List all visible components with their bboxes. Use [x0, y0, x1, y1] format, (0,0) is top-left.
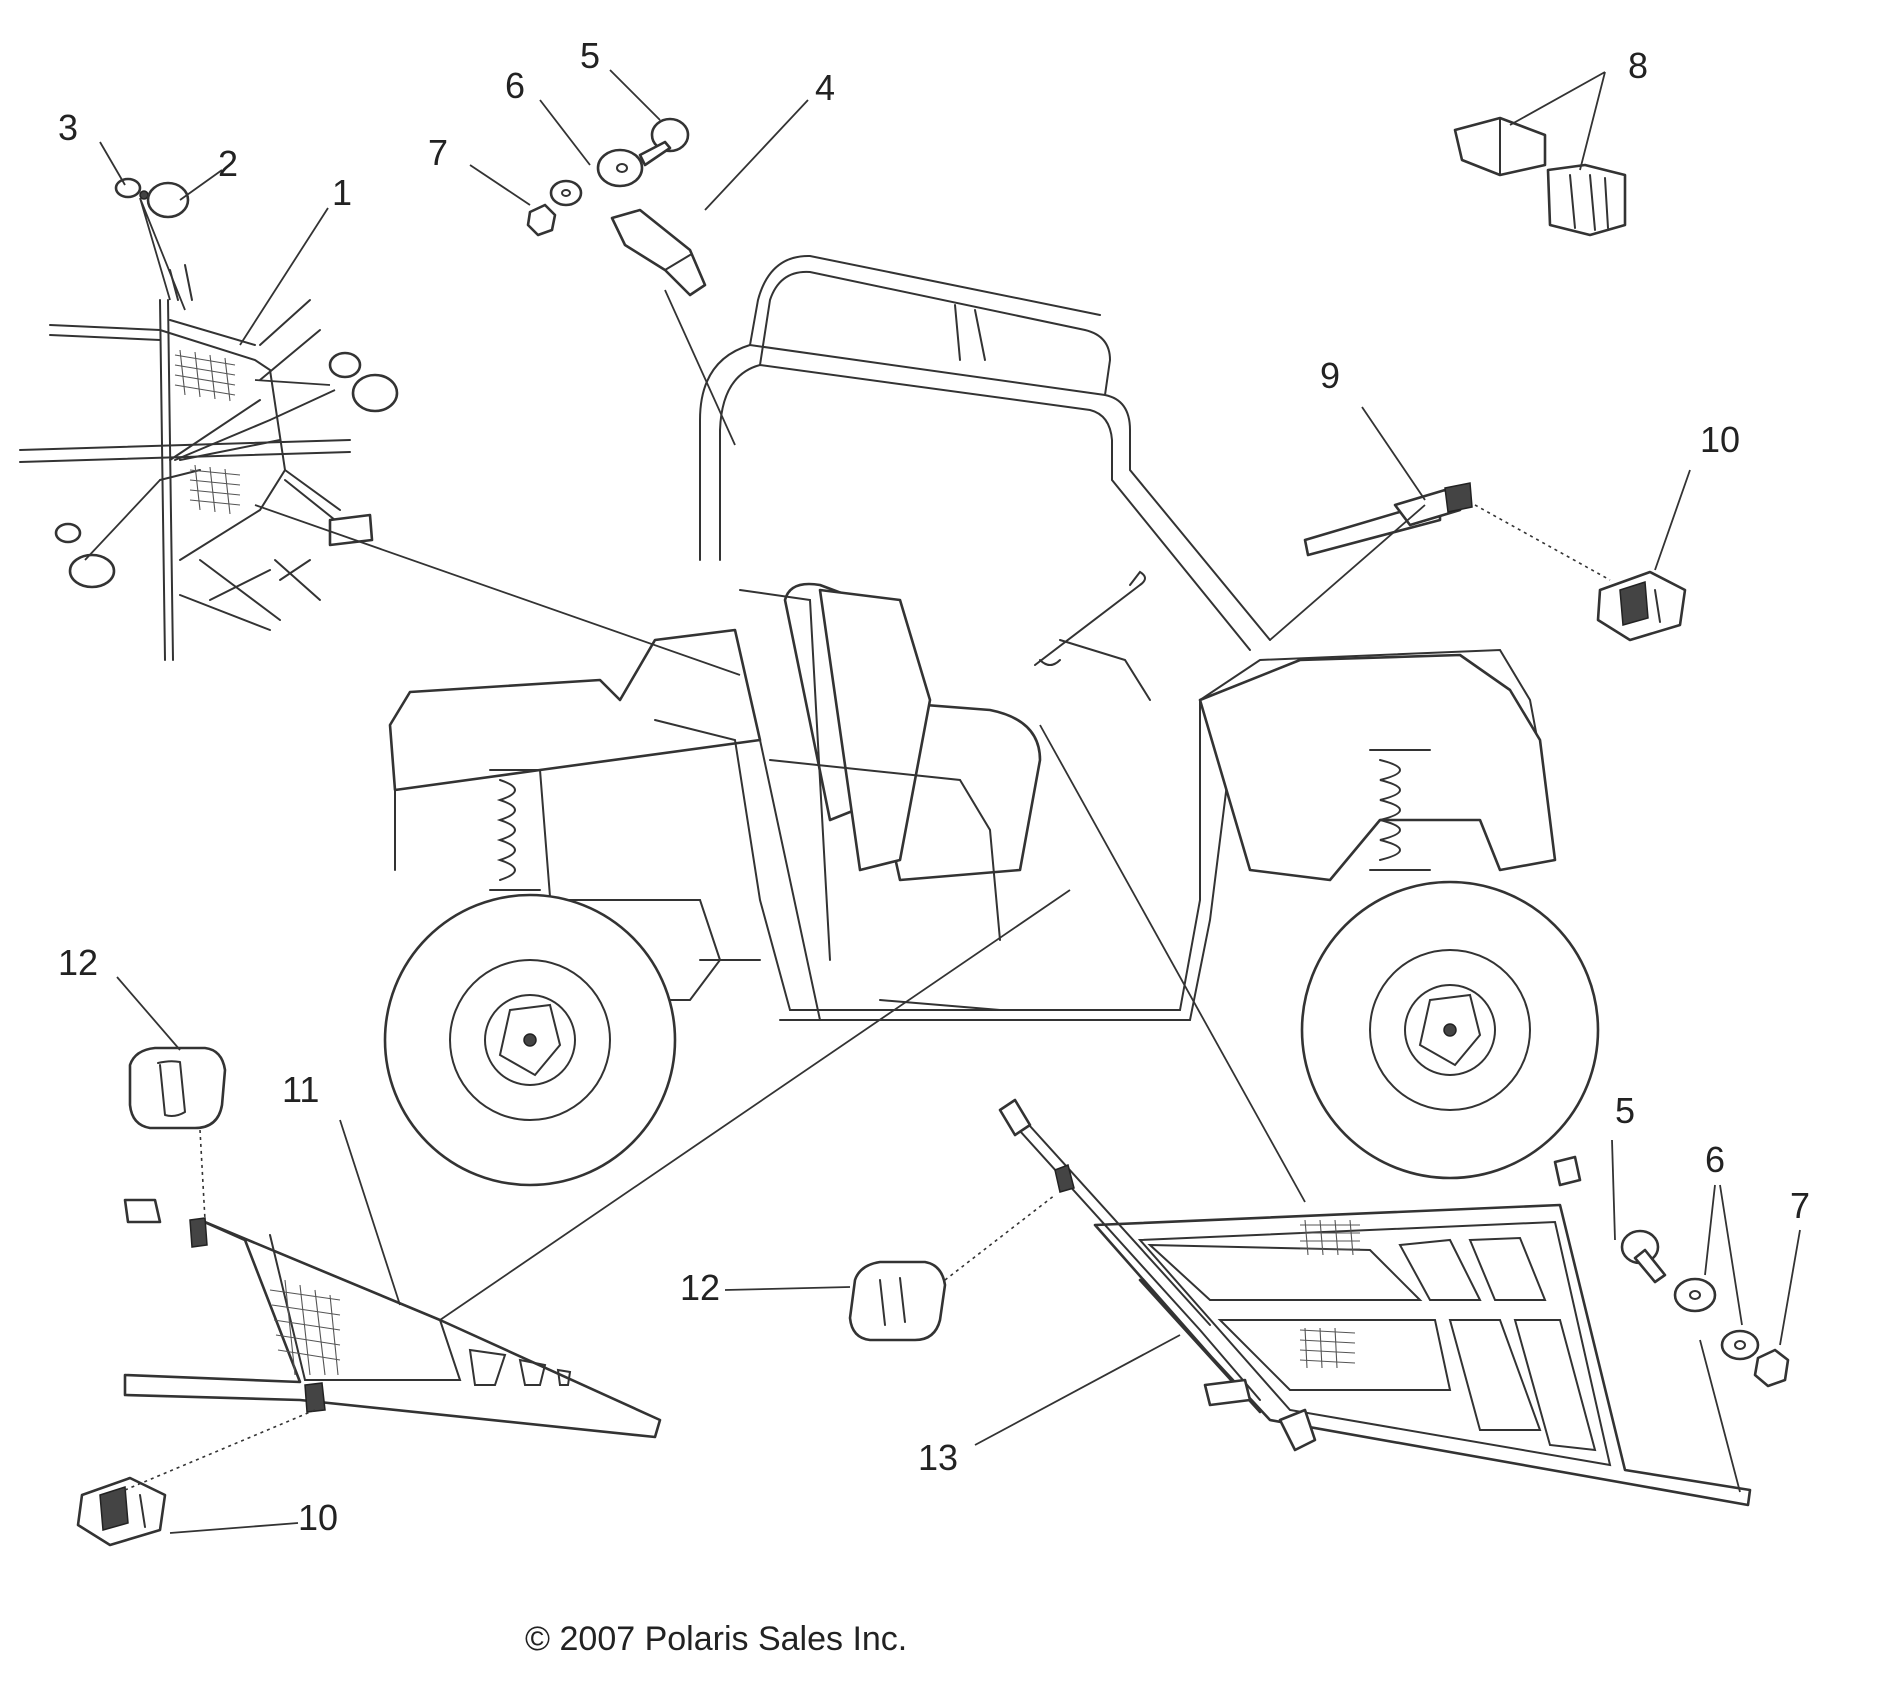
washer-6-upper	[596, 148, 644, 188]
callout-13: 13	[918, 1437, 958, 1478]
copyright-notice: © 2007 Polaris Sales Inc.	[525, 1620, 907, 1658]
callout-6-lower: 6	[1705, 1139, 1725, 1180]
nut-7-upper	[526, 203, 557, 237]
callout-6: 6	[505, 65, 525, 106]
slide-10-left	[76, 1476, 167, 1547]
lower-right-net	[998, 1098, 1752, 1507]
clip-12-left	[128, 1046, 227, 1130]
leader-lines	[99, 69, 1801, 1534]
washer-6-lower	[1673, 1277, 1717, 1313]
callout-3: 3	[58, 107, 78, 148]
callout-8: 8	[1628, 45, 1648, 86]
strap-9	[1303, 482, 1473, 557]
slide-10-right	[1596, 570, 1687, 642]
callout-7: 7	[428, 132, 448, 173]
fastener-lower	[54, 522, 116, 589]
strap-buckle-4	[610, 208, 707, 297]
callout-5: 5	[580, 35, 600, 76]
utv-vehicle	[383, 254, 1600, 1187]
callout-7-lower: 7	[1790, 1185, 1810, 1226]
lower-left-net	[123, 1198, 662, 1439]
callout-1: 1	[332, 172, 352, 213]
fastener-3	[114, 177, 149, 200]
screw-5-upper	[638, 117, 690, 167]
rear-spring	[489, 769, 541, 891]
callout-11: 11	[282, 1069, 319, 1110]
screw-5-lower	[1620, 1229, 1667, 1284]
front-spring	[1369, 749, 1431, 871]
callout-10: 10	[1700, 419, 1740, 460]
callout-labels: 1 2 3 4 5 6 7 8 9 10 12 11 5 6 7 12 13 1…	[58, 35, 1810, 1538]
callout-12-center: 12	[680, 1267, 720, 1308]
cap-2	[146, 181, 190, 219]
clip-12-center	[848, 1260, 947, 1342]
washer-6-upper-b	[549, 179, 583, 207]
callout-10-lower: 10	[298, 1497, 338, 1538]
fastener-right	[328, 351, 399, 413]
callout-4: 4	[815, 67, 835, 108]
callout-5-lower: 5	[1615, 1090, 1635, 1131]
callout-9: 9	[1320, 355, 1340, 396]
upper-left-net	[19, 177, 399, 661]
callout-12: 12	[58, 942, 98, 983]
washer-6-lower-b	[1720, 1329, 1760, 1361]
buckle-8	[1453, 116, 1627, 237]
rear-wheel	[383, 893, 677, 1187]
front-wheel	[1300, 880, 1600, 1180]
callout-2: 2	[218, 143, 238, 184]
nut-7-lower	[1753, 1348, 1790, 1388]
